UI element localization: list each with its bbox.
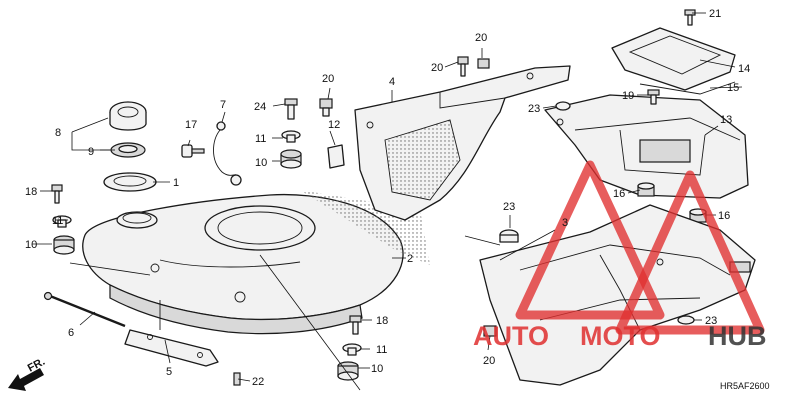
grommet-23-right [677,315,695,325]
small-bolt-17 [181,144,205,158]
front-marker: FR. [8,356,47,391]
callout-3: 3 [562,217,568,229]
callout-2: 2 [407,253,413,265]
callout-9: 9 [88,146,94,158]
screw-21 [684,9,696,26]
collar-11-bottom [342,343,362,356]
watermark-triangle-left [515,160,665,320]
front-arrow-icon [8,368,44,391]
callout-12: 12 [328,119,340,131]
callout-18-bottom: 18 [376,315,388,327]
grommet-23-top [555,101,571,111]
cap-gasket [110,142,146,158]
callout-10-top: 10 [255,157,267,169]
bolt-18-bottom [349,315,362,335]
callout-20-a: 20 [475,32,487,44]
callout-22: 22 [252,376,264,388]
callout-1: 1 [173,177,179,189]
callout-23-top: 23 [528,103,540,115]
cover-seal [639,81,736,95]
grommet-16-a [637,182,655,197]
callout-18-left: 18 [25,186,37,198]
bolt-18-left [51,184,63,204]
watermark-hub: HUB [708,321,767,351]
callout-20-c: 20 [322,73,334,85]
leader-lines [32,12,743,391]
grommet-10-bottom [337,361,359,381]
tank-bolt [43,291,126,328]
callout-13: 13 [720,114,732,126]
grommet-10-left [53,235,75,255]
callout-11-left: 11 [52,215,63,227]
callout-4: 4 [389,76,395,88]
callout-16-b: 16 [718,210,730,222]
callout-11-bottom: 11 [376,344,387,356]
bolt-19 [647,89,660,105]
callout-19: 19 [622,90,634,102]
watermark-moto: MOTO [580,321,661,351]
grommet-23-mid [499,229,519,243]
callout-23-mid: 23 [503,201,515,213]
callout-labels: 1 2 3 4 5 6 7 8 9 10 10 10 11 11 11 12 1… [25,8,750,388]
watermark: AUTO MOTO HUB [473,160,767,351]
sensor-wire [213,121,242,186]
front-label: FR. [26,356,47,375]
collar-11-top [281,130,301,143]
callout-8: 8 [55,127,61,139]
callout-6: 6 [68,327,74,339]
diagram-code: HR5AF2600 [720,381,770,391]
clip-12 [327,144,345,169]
callout-11-top: 11 [255,133,266,145]
callout-20-b: 20 [431,62,443,74]
callout-21: 21 [709,8,721,20]
callout-15: 15 [727,82,739,94]
callout-14: 14 [738,63,750,75]
filler-ring [103,172,157,192]
callout-16-a: 16 [613,188,625,200]
watermark-auto: AUTO [473,321,549,351]
callout-10-left: 10 [25,239,37,251]
callout-17: 17 [185,119,197,131]
callout-23-right: 23 [705,315,717,327]
fuel-cap [109,101,147,131]
callout-5: 5 [166,366,172,378]
callout-20-d: 20 [483,355,495,367]
bolt-20-top [457,56,490,77]
bolt-24 [284,98,298,120]
battery-cover [611,27,736,91]
watermark-triangle-right [615,170,765,335]
tank-bracket [354,65,571,221]
grommet-10-top [280,149,302,169]
bolt-20-mid [319,98,333,117]
tank-band [124,300,219,367]
callout-24: 24 [254,101,266,113]
callout-10-bottom: 10 [371,363,383,375]
callout-7: 7 [220,99,226,111]
